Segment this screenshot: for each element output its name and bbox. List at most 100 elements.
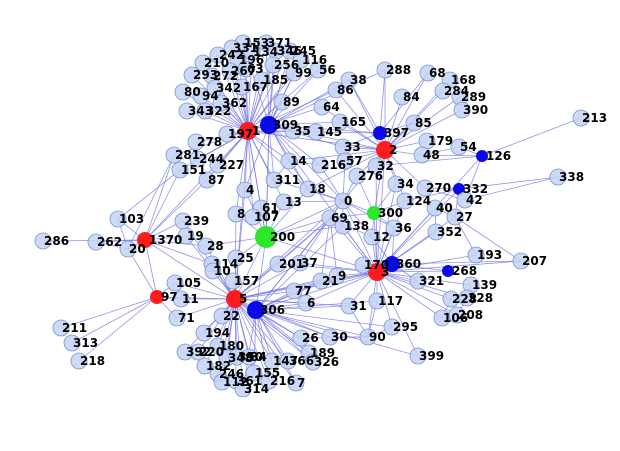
node-63[interactable] [237,60,255,78]
node-6[interactable] [297,294,315,312]
node-332[interactable] [453,183,465,195]
node-245[interactable] [281,42,299,60]
node-116[interactable] [292,51,310,69]
node-314[interactable] [234,380,252,398]
node-11[interactable] [172,290,190,308]
node-227[interactable] [209,156,227,174]
node-117[interactable] [368,292,386,310]
node-295[interactable] [383,318,401,336]
node-80[interactable] [174,83,192,101]
node-268[interactable] [442,265,454,277]
node-167[interactable] [233,78,251,96]
node-276[interactable] [348,167,366,185]
node-35[interactable] [284,122,302,140]
node-20[interactable] [119,240,137,258]
node-321[interactable] [409,272,427,290]
node-10[interactable] [204,262,222,280]
node-37[interactable] [291,254,309,272]
node-2[interactable] [376,141,394,159]
node-5[interactable] [226,290,244,308]
node-57[interactable] [336,152,354,170]
node-328[interactable] [458,289,476,307]
node-165[interactable] [331,113,349,131]
node-309[interactable] [260,116,278,134]
node-208[interactable] [448,306,466,324]
node-25[interactable] [227,249,245,267]
node-22[interactable] [213,307,231,325]
node-155[interactable] [245,364,263,382]
node-300[interactable] [367,206,381,220]
node-71[interactable] [168,309,186,327]
node-313[interactable] [63,334,81,352]
node-30[interactable] [321,328,339,346]
node-180[interactable] [209,337,227,355]
node-193[interactable] [467,246,485,264]
node-1370[interactable] [137,232,153,248]
node-126[interactable] [476,150,488,162]
node-211[interactable] [52,319,70,337]
node-157[interactable] [224,272,242,290]
node-69[interactable] [321,209,339,227]
node-342[interactable] [206,79,224,97]
node-18[interactable] [299,180,317,198]
node-207[interactable] [512,252,530,270]
node-194[interactable] [195,324,213,342]
node-278[interactable] [187,133,205,151]
node-84b[interactable] [240,348,258,366]
node-338[interactable] [549,168,567,186]
node-216[interactable] [311,156,329,174]
node-262[interactable] [87,233,105,251]
node-145[interactable] [307,123,325,141]
node-27[interactable] [446,208,464,226]
node-85[interactable] [405,114,423,132]
node-244[interactable] [189,150,207,168]
node-170[interactable] [354,256,372,274]
node-311[interactable] [265,171,283,189]
node-326[interactable] [304,353,322,371]
node-54[interactable] [450,138,468,156]
node-8[interactable] [227,205,245,223]
node-4[interactable] [236,181,254,199]
node-182[interactable] [196,357,214,375]
node-397[interactable] [373,126,387,140]
node-14[interactable] [280,152,298,170]
node-87[interactable] [198,171,216,189]
node-103[interactable] [109,210,127,228]
node-362[interactable] [212,94,230,112]
node-288[interactable] [376,61,394,79]
node-200[interactable] [255,226,277,248]
node-13[interactable] [275,193,293,211]
node-28[interactable] [197,237,215,255]
node-197[interactable] [218,125,236,143]
node-138[interactable] [334,217,352,235]
node-26[interactable] [292,329,310,347]
node-64[interactable] [313,98,331,116]
node-360[interactable] [384,256,400,272]
node-40[interactable] [426,199,444,217]
node-84[interactable] [393,88,411,106]
node-220[interactable] [189,343,207,361]
node-68[interactable] [419,64,437,82]
node-124[interactable] [396,192,414,210]
node-201[interactable] [269,255,287,273]
node-270[interactable] [416,179,434,197]
node-34[interactable] [387,175,405,193]
node-0[interactable] [334,192,352,210]
node-90[interactable] [359,328,377,346]
node-134[interactable] [243,43,261,61]
node-390[interactable] [453,101,471,119]
node-1[interactable] [239,122,257,140]
node-38[interactable] [340,71,358,89]
node-210[interactable] [194,54,212,72]
node-216b[interactable] [260,372,278,390]
node-21[interactable] [312,272,330,290]
node-284[interactable] [434,82,452,100]
node-293[interactable] [183,66,201,84]
node-99[interactable] [285,64,303,82]
node-3[interactable] [368,263,386,281]
node-281[interactable] [165,146,183,164]
node-36[interactable] [385,219,403,237]
node-97[interactable] [150,290,164,304]
node-32[interactable] [367,157,385,175]
node-105[interactable] [166,274,184,292]
